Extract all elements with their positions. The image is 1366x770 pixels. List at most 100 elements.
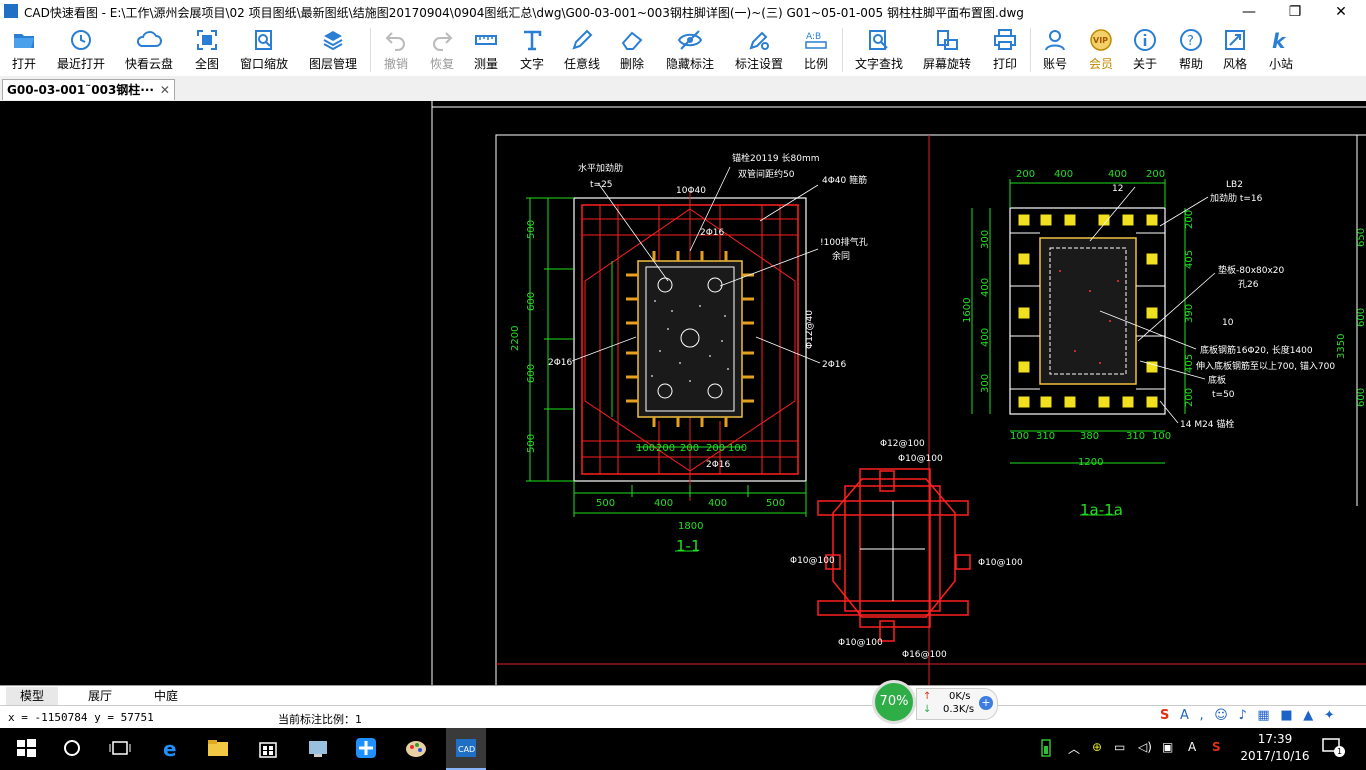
help-button[interactable]: ? 帮助 [1172,26,1210,74]
store-icon[interactable] [256,736,280,760]
annotation: !100排气孔 [820,236,868,248]
annotation: 底板 [1208,374,1226,386]
upload-speed: 0K/s [949,691,971,702]
annotation: 12 [1112,184,1123,194]
file-explorer-icon[interactable] [206,736,230,760]
annotation: LB2 [1226,180,1243,190]
annotation: 水平加劲肋 [578,162,623,174]
dim-label: 600 [526,292,537,311]
help-icon: ? [1180,29,1202,51]
settings-icon[interactable]: ✦ [1323,708,1335,723]
station-button[interactable]: k 小站 [1262,26,1300,74]
tray-app-icon[interactable]: ⊕ [1092,740,1103,754]
network-speed-widget[interactable]: ↑ 0K/s ↓ 0.3K/s + 70% [870,680,1000,726]
toolbar-label: 屏幕旋转 [922,57,971,71]
skin-icon[interactable]: ▲ [1303,708,1314,723]
hide-eye-icon [677,30,703,50]
dim-label: 400 [1054,169,1073,180]
annotation: Φ12@40 [805,310,815,349]
task-view-icon[interactable] [108,736,132,760]
app-icon-blue[interactable] [354,736,378,760]
battery-icon[interactable] [1034,736,1058,760]
style-button[interactable]: 风格 [1216,26,1254,74]
tab-exhibition-hall[interactable]: 展厅 [88,689,113,703]
action-center-icon[interactable]: 1 [1322,738,1345,757]
measure-icon [475,35,497,45]
clock[interactable]: 17:39 2017/10/16 [1240,731,1310,765]
search-icon[interactable] [60,736,84,760]
print-button[interactable]: 打印 [986,26,1024,74]
toolbar-label: 打印 [992,57,1017,71]
open-button[interactable]: 打开 [4,26,44,74]
dim-label: 500 [526,434,537,453]
tab-atrium[interactable]: 中庭 [154,689,179,703]
recent-button[interactable]: 最近打开 [52,26,110,74]
windows-start-icon[interactable] [14,736,38,760]
freeline-button[interactable]: 任意线 [560,26,604,74]
annotation-scale: 当前标注比例：1 [278,713,362,726]
text-search-button[interactable]: 文字查找 [850,26,908,74]
control-panel-icon[interactable] [306,736,330,760]
microphone-icon[interactable]: ♪ [1238,708,1247,723]
chevron-up-icon[interactable]: ︿ [1068,742,1081,756]
layout-tabs: 模型 展厅 中庭 [0,685,1366,706]
power-icon[interactable]: ▭ [1114,740,1126,754]
network-icon[interactable]: ▣ [1162,740,1174,754]
keyboard-icon[interactable]: ▦ [1257,708,1270,723]
close-button[interactable]: ✕ [1335,4,1347,20]
vip-button[interactable]: VIP 会员 [1082,26,1120,74]
cloud-icon [136,31,162,47]
delete-button[interactable]: 删除 [614,26,650,74]
svg-text:A:B: A:B [806,32,821,42]
cad-taskbar-button[interactable]: CAD [446,728,486,770]
drawing-canvas[interactable]: 500 600 600 500 2200 500 400 400 500 180… [0,101,1366,685]
text-button[interactable]: 文字 [514,26,550,74]
text-icon [524,30,542,51]
redo-button[interactable]: 恢复 [424,26,460,74]
annotation: 2Φ16 [700,228,725,238]
restore-button[interactable]: ❐ [1288,4,1302,20]
plus-icon[interactable]: + [979,696,993,710]
toolbar-label[interactable]: 窗口缩放 [239,57,288,71]
svg-text:k: k [1272,29,1287,52]
ime-toolbar: S A , ☺ ♪ ▦ ■ ▲ ✦ [1160,708,1339,726]
annotation: 余同 [832,250,850,262]
zoom-window-button[interactable]: 窗口缩放 [236,26,292,74]
punctuation-icon[interactable]: , [1199,708,1204,723]
undo-button[interactable]: 撤销 [378,26,414,74]
dim-label: 100 [636,443,655,454]
annotation-settings-button[interactable]: 标注设置 [730,26,788,74]
fit-all-button[interactable]: 全图 [188,26,226,74]
ime-indicator[interactable]: A [1188,740,1197,754]
main-toolbar: 打开 最近打开 快看云盘 全图 窗口缩放 图层管理 撤销 恢复 测量 文字 任意… [0,24,1366,76]
edge-browser-icon[interactable]: e [160,736,184,760]
dim-label: 1600 [962,298,973,323]
file-tab[interactable]: G00-03-001˜003钢柱··· ✕ [2,79,175,100]
paint-icon[interactable] [404,736,428,760]
cloud-button[interactable]: 快看云盘 [120,26,178,74]
sogou-icon[interactable]: S [1160,708,1170,723]
toolbar-label: 关于 [1132,57,1157,71]
minimize-button[interactable]: — [1242,4,1256,20]
account-button[interactable]: 账号 [1036,26,1074,74]
hide-annotation-button[interactable]: 隐藏标注 [662,26,718,74]
rotate-screen-button[interactable]: 屏幕旋转 [918,26,976,74]
dim-label: 2200 [510,326,521,351]
layers-button[interactable]: 图层管理 [304,26,362,74]
measure-button[interactable]: 测量 [468,26,504,74]
toolbar-label: 文字 [519,57,544,71]
volume-icon[interactable]: ◁) [1138,740,1152,754]
sogou-tray-icon[interactable]: S [1212,740,1221,754]
tab-model[interactable]: 模型 [6,687,59,705]
dim-label: 100 [1152,431,1171,442]
clock-date: 2017/10/16 [1240,749,1310,763]
toolbox-icon[interactable]: ■ [1280,708,1293,723]
scale-button[interactable]: A:B 比例 [798,26,834,74]
toolbar-label: 风格 [1222,57,1247,71]
svg-text:?: ? [1187,34,1194,49]
about-button[interactable]: 关于 [1126,26,1164,74]
dim-label: 100 [728,443,747,454]
emoji-icon[interactable]: ☺ [1214,708,1228,723]
ime-mode-icon[interactable]: A [1180,708,1189,723]
close-tab-icon[interactable]: ✕ [159,83,170,97]
